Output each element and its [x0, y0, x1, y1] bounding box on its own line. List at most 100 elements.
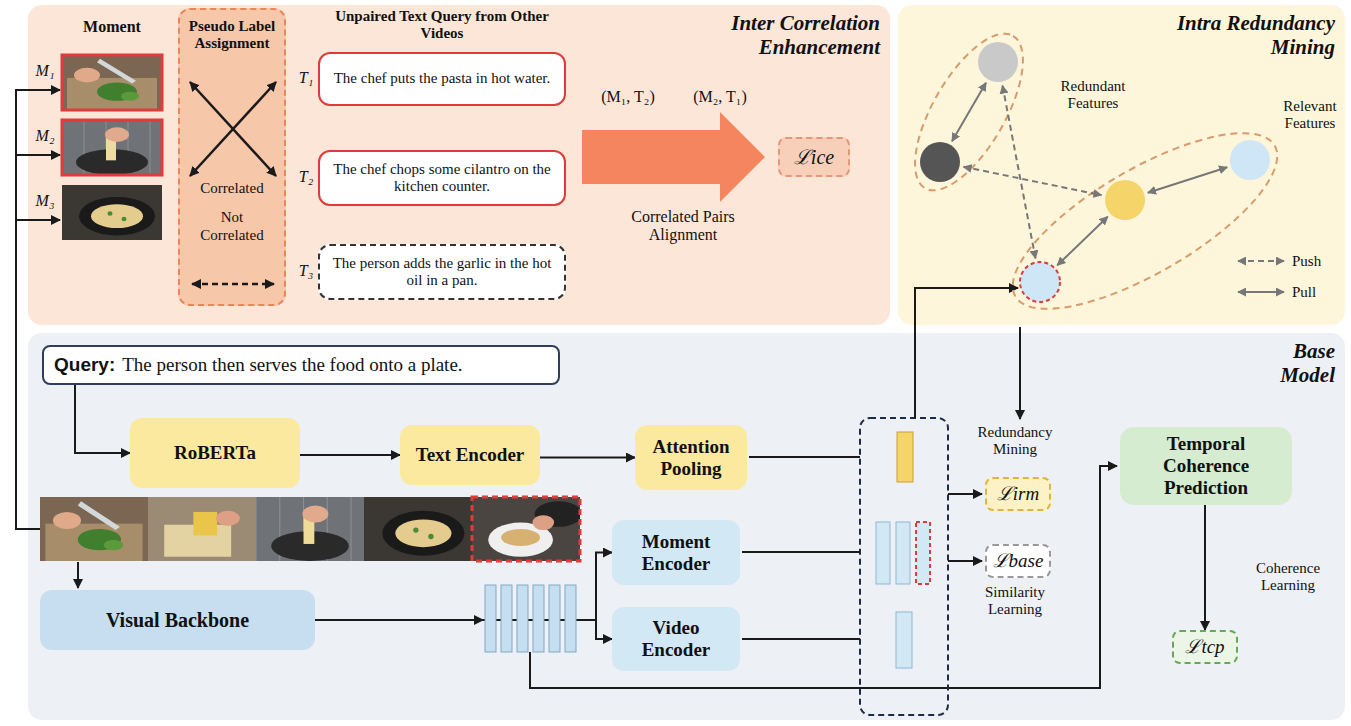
pull-arrow [1148, 167, 1227, 192]
legend-sample [1238, 260, 1284, 262]
loss-symbol: ℒbase [993, 550, 1044, 572]
loss-symbol: ℒtcp [1185, 636, 1224, 658]
push-arrow [1003, 86, 1036, 259]
correlation-arrow [190, 82, 276, 176]
connector-arrow [540, 457, 635, 459]
correlation-arrow [190, 82, 276, 176]
box-text: Text Encoder [416, 444, 525, 466]
legend-entry: Push [1292, 252, 1321, 270]
frame-ground [62, 185, 162, 240]
non-correlation-arrow [192, 283, 274, 286]
tile-line [351, 497, 352, 561]
hand [74, 68, 100, 83]
video-frame [40, 497, 148, 561]
moment-feature [896, 522, 910, 584]
knife [78, 501, 120, 530]
cutting-board [67, 78, 157, 110]
pair-label: (M₁, T₂) [584, 88, 672, 106]
flow-line [530, 466, 1117, 688]
annotation-label: Similarity Learning [960, 584, 1070, 619]
video-frame [62, 185, 162, 240]
feature-bar [517, 585, 528, 652]
feature-dot [920, 142, 960, 182]
annotation-label: Correlated Pairs Alignment [598, 208, 768, 245]
flow-line [1019, 327, 1021, 419]
callout-label: T₂ [294, 168, 318, 186]
herb [122, 217, 127, 222]
annotation-label: Relevant Features [1276, 98, 1344, 133]
box-text: Video Encoder [618, 617, 734, 661]
callout-label: T₃ [294, 262, 318, 280]
group-outline [989, 101, 1301, 342]
video-frame [62, 120, 162, 175]
connector-arrow [75, 385, 130, 453]
legend-text: Pull [1292, 284, 1316, 301]
flow-line [16, 90, 60, 529]
cheese-block [193, 512, 217, 535]
hand [302, 506, 328, 523]
push-arrow [964, 167, 1102, 195]
label-slot: T₁ [294, 69, 318, 87]
label-slot: Coherence Learning [1238, 560, 1338, 595]
relation-text: Correlated [180, 180, 284, 197]
loss-box: ℒice [778, 137, 850, 177]
loss-box: ℒirm [985, 477, 1051, 511]
flow-line [749, 456, 860, 458]
video-feature [896, 612, 912, 668]
video-frame [256, 497, 364, 561]
herb [413, 527, 418, 532]
legend-entry: Pull [1292, 283, 1316, 301]
process-box: Moment Encoder [612, 520, 740, 585]
process-box: Text Encoder [400, 425, 540, 485]
legend-text: Push [1292, 253, 1321, 270]
process-box: Video Encoder [612, 607, 740, 671]
pasta [91, 204, 143, 228]
flow-line [742, 638, 860, 640]
feature-dot [978, 42, 1018, 82]
query-input: Query: The person then serves the food on… [42, 345, 560, 385]
box-text: RoBERTa [174, 442, 256, 464]
frame-ground [62, 120, 162, 175]
cilantro [104, 540, 123, 551]
box-text: Attention Pooling [641, 436, 741, 480]
query-tag: Query: [54, 354, 115, 376]
callout-label: T₁ [294, 69, 318, 87]
loss-box: ℒtcp [1172, 630, 1238, 664]
connector-arrow [300, 454, 400, 456]
feature-dot [1105, 180, 1145, 220]
moment-feature [916, 522, 930, 584]
query-card: The chef chops some cilantro on the kitc… [318, 150, 566, 206]
flow-line [468, 619, 483, 621]
text-feature [897, 432, 913, 482]
query-card: The chef puts the pasta in hot water. [318, 52, 566, 106]
annotation-label: Redundancy Mining [960, 424, 1070, 459]
query-text: The person then serves the food onto a p… [122, 354, 462, 376]
feature-dot [1230, 140, 1270, 180]
loss-symbol: ℒirm [997, 483, 1039, 505]
hand [216, 511, 240, 526]
cilantro [121, 92, 139, 101]
video-frame [62, 55, 162, 110]
pasta [395, 519, 451, 547]
panel-title: Base Model [1245, 339, 1335, 387]
box-text: The person adds the garlic in the hot oi… [326, 255, 558, 290]
relation-text: Not Correlated [180, 209, 284, 244]
pan [79, 197, 155, 236]
callout-label: M₁ [30, 62, 60, 80]
hand [105, 127, 129, 142]
knife [97, 59, 136, 84]
callout-label: M₂ [30, 127, 60, 145]
feature-bar [533, 585, 544, 652]
label-slot: Moment [62, 18, 162, 36]
box-text: Temporal Coherence Prediction [1126, 433, 1286, 499]
panel-title: Inter Correlation Enhancement [650, 11, 880, 59]
video-frame [364, 497, 472, 561]
loss-box: ℒbase [985, 544, 1051, 578]
label-slot: (M₁, T₂) [584, 88, 672, 106]
feature-group [860, 418, 948, 715]
herb [108, 211, 113, 216]
label-slot: T₃ [294, 262, 318, 280]
label-slot: T₂ [294, 168, 318, 186]
label-slot: Redundant Features [1048, 78, 1138, 113]
